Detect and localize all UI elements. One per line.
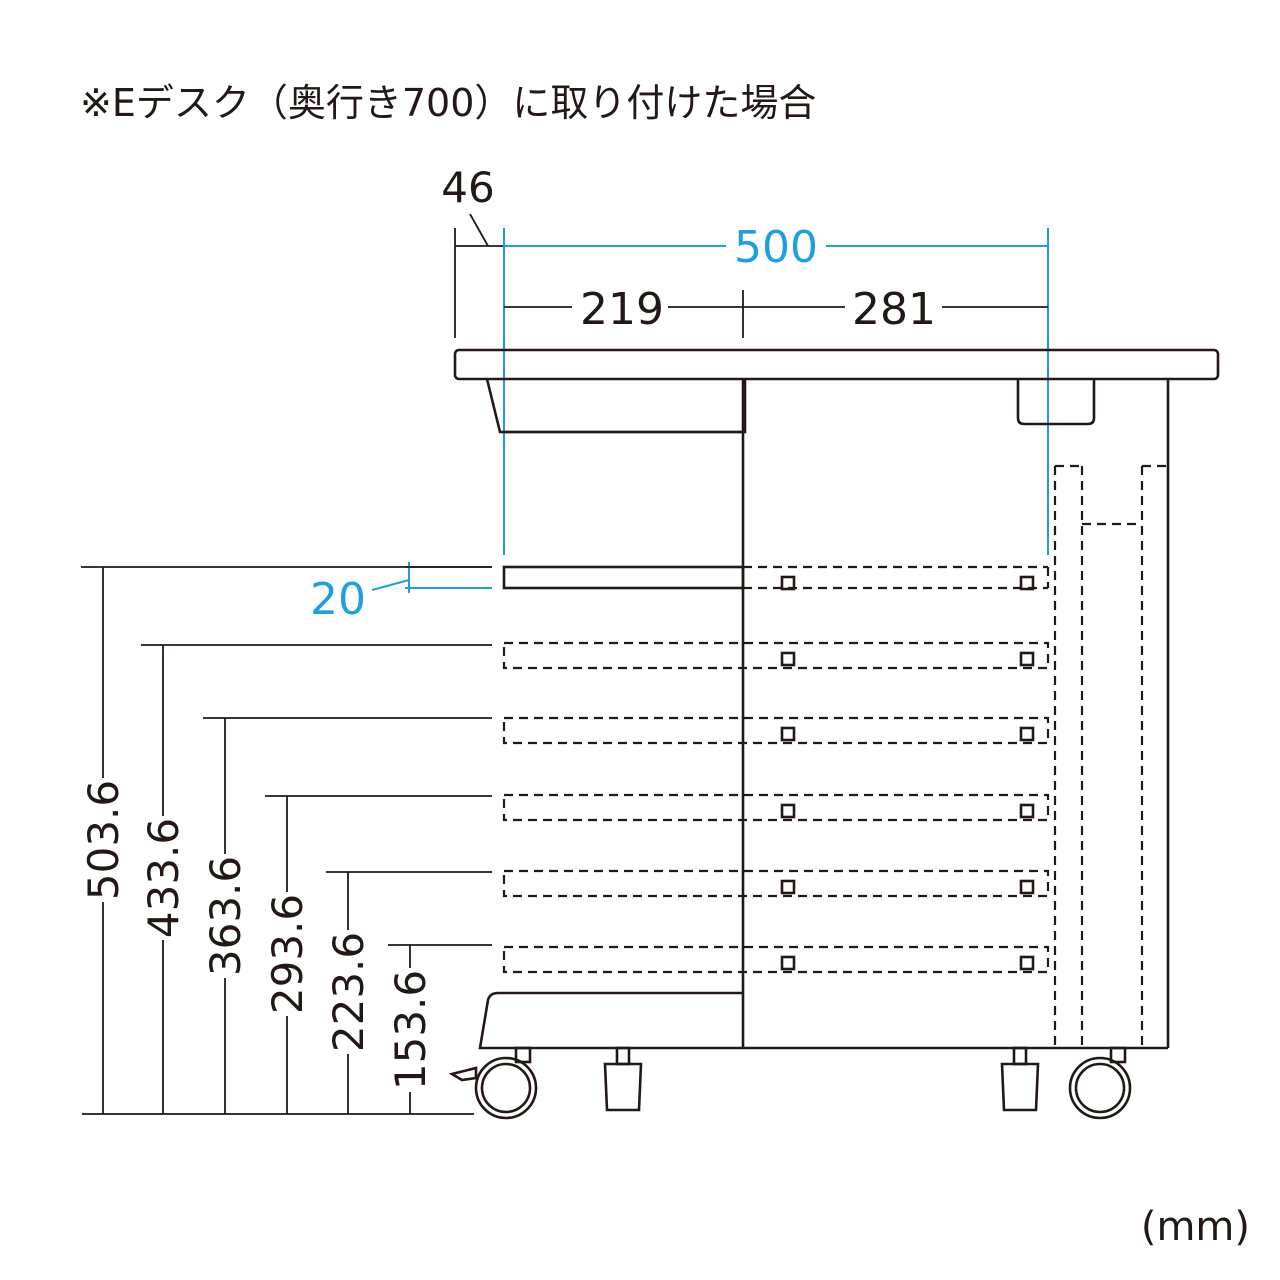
alt-shelf-positions	[502, 639, 1050, 976]
height-dimension: 293.6	[263, 795, 492, 1114]
caster-stopper	[448, 1066, 478, 1082]
height-dimension: 223.6	[324, 871, 492, 1114]
height-dimension-label: 363.6	[201, 856, 250, 976]
alt-shelf-outline	[502, 867, 1050, 900]
alt-shelf-outline	[502, 791, 1050, 824]
height-dimension-label: 433.6	[139, 818, 188, 938]
height-dimension: 503.6	[79, 566, 492, 1114]
hidden-frame	[1053, 464, 1168, 1048]
shelf	[502, 565, 745, 590]
alt-shelf-outline	[502, 639, 1050, 672]
alt-shelf-outline	[502, 943, 1050, 976]
height-dimension-label: 153.6	[386, 970, 435, 1090]
offset-dimension: 46	[441, 163, 504, 338]
shelf-thickness-dimension: 20	[310, 562, 492, 625]
caster-right	[1068, 1046, 1132, 1120]
height-dimension: 433.6	[139, 644, 492, 1114]
alt-shelf-outline	[502, 714, 1050, 747]
width-right-label: 281	[852, 284, 936, 335]
leveler-right	[1000, 1046, 1040, 1112]
unit-label: (mm)	[1141, 1204, 1250, 1250]
leveler-left	[603, 1046, 643, 1112]
caster-left	[448, 1046, 538, 1120]
height-dimension-label: 223.6	[324, 932, 373, 1052]
split-width-dimension: 219 281	[504, 284, 1048, 338]
width-left-label: 219	[580, 284, 664, 335]
desk-clamp	[1016, 379, 1096, 426]
desk-bracket	[485, 378, 747, 434]
height-dimension-label: 293.6	[263, 894, 312, 1014]
desk-top	[453, 348, 1220, 381]
height-dimension-label: 503.6	[79, 780, 128, 900]
shelf-hidden-part	[743, 565, 1050, 591]
wagon-body	[478, 379, 1170, 1050]
height-dimension: 153.6	[386, 944, 492, 1114]
overall-width-dimension: 500	[503, 222, 1049, 555]
shelf-thickness-label: 20	[310, 574, 366, 625]
overall-width-label: 500	[734, 222, 818, 273]
height-dimension: 363.6	[201, 717, 492, 1114]
offset-dimension-label: 46	[441, 163, 494, 212]
drawing-title: ※Eデスク（奥行き700）に取り付けた場合	[80, 81, 816, 125]
